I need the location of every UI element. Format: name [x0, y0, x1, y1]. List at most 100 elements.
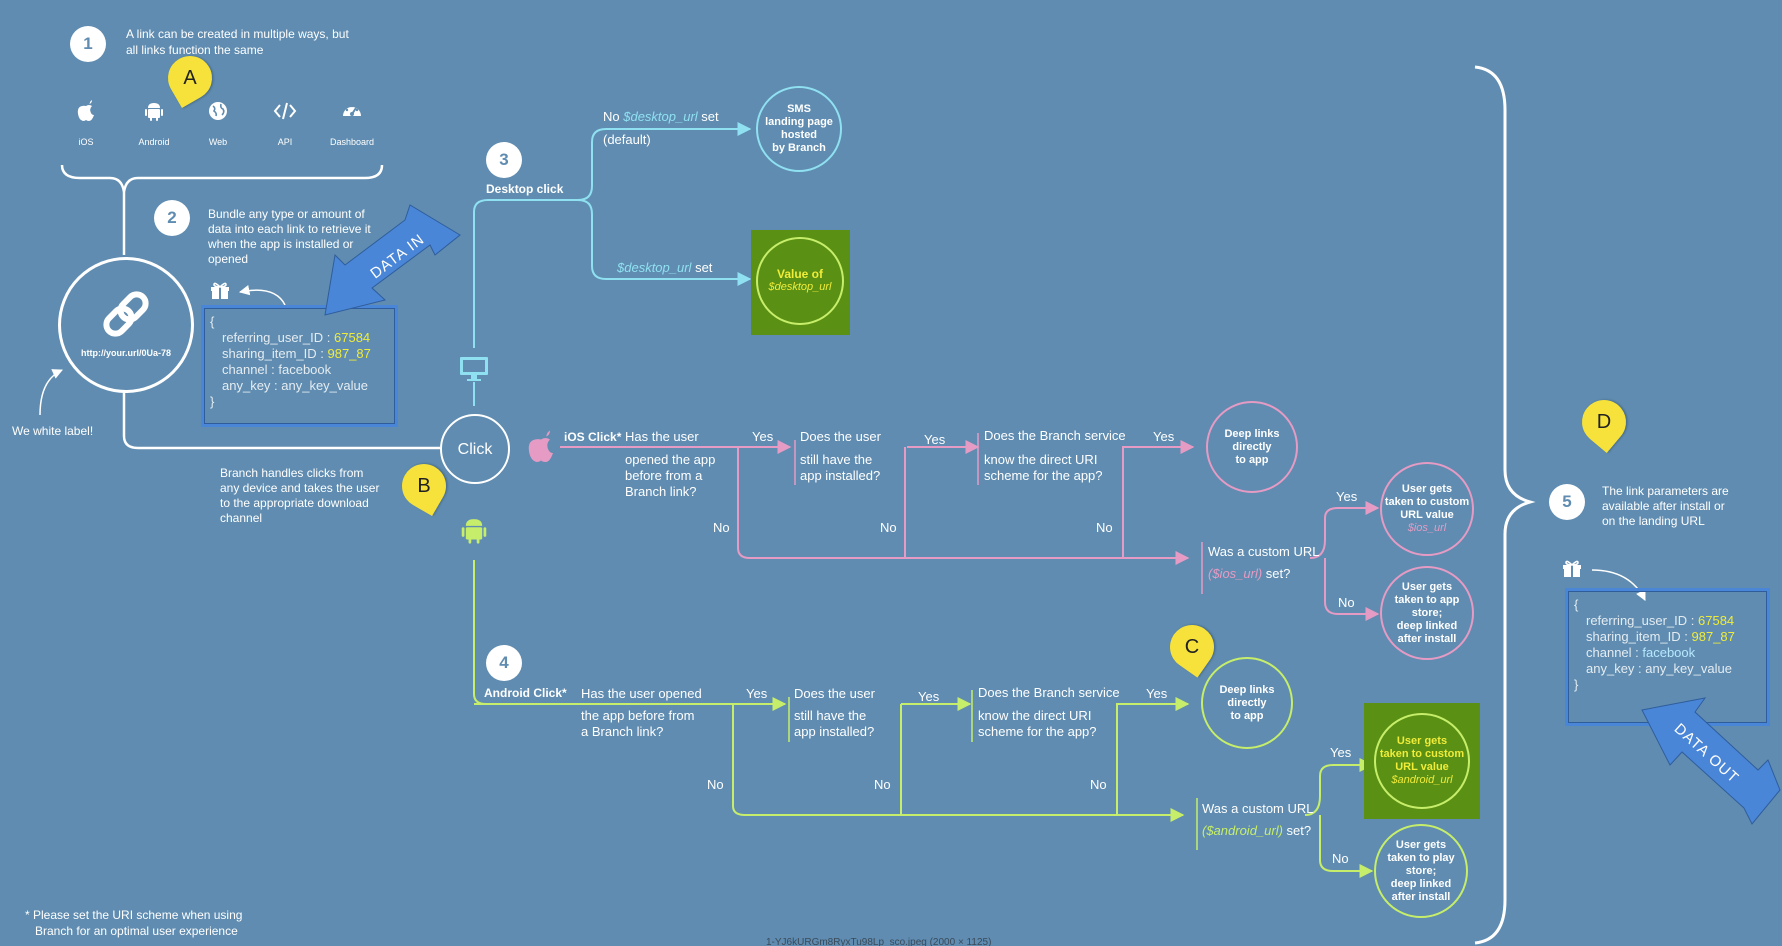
sources-bracket	[60, 164, 384, 193]
desktop-set-condition: $desktop_url set	[617, 260, 712, 275]
source-ios[interactable]: iOS	[62, 100, 110, 148]
android-yes-1: Yes	[746, 686, 768, 701]
android-deep-line-3: to app	[1230, 709, 1264, 722]
data-in-arrow	[324, 204, 461, 316]
android-deep-link-node: Deep links directly to app	[1201, 657, 1293, 749]
step-4-badge: 4	[486, 645, 522, 681]
ios-q2-line-2: still have the	[800, 452, 873, 467]
ios-q2-line-1: Does the user	[800, 429, 881, 444]
data-out-value-4: any_key_value	[1645, 661, 1732, 676]
android-res-no-line-1: User gets	[1395, 838, 1447, 851]
desktop-value-line-1: Value of	[776, 267, 823, 281]
globe-icon	[209, 102, 227, 120]
ios-yes-2: Yes	[924, 432, 946, 447]
android-click-label: Android Click*	[484, 686, 567, 700]
link-to-click-line	[122, 392, 440, 450]
source-web-label: Web	[208, 137, 228, 147]
android-deep-line-1: Deep links	[1219, 683, 1275, 696]
pin-b-label: B	[417, 475, 431, 497]
ios-res-no-line-3: store;	[1411, 606, 1443, 619]
ios-q3-line-3: scheme for the app?	[984, 468, 1103, 483]
link-url: http://your.url/0Ua-78	[80, 347, 171, 358]
data-in-key-2: sharing_item_ID :	[222, 346, 328, 361]
source-api-label: API	[277, 137, 293, 147]
click-desc-1: Branch handles clicks from	[220, 466, 364, 480]
data-in-key-1: referring_user_ID :	[222, 330, 334, 345]
android-res-no-line-2: taken to play	[1387, 851, 1455, 864]
ios-no-3: No	[1096, 520, 1113, 535]
data-in-value-1: 67584	[334, 330, 371, 345]
pin-c-label: C	[1184, 636, 1200, 658]
android-custom-url-result: User gets taken to custom URL value $and…	[1374, 713, 1470, 809]
link-circle[interactable]: http://your.url/0Ua-78	[58, 257, 194, 393]
step-5-line-2: available after install or	[1602, 499, 1725, 513]
android-res-yes-line-3: URL value	[1395, 761, 1449, 773]
click-desc-3: to the appropriate download	[220, 496, 369, 510]
android-custom-var: ($android_url)	[1202, 823, 1283, 838]
step-5-line-3: on the landing URL	[1602, 514, 1705, 528]
step-1-badge: 1	[70, 26, 106, 62]
ios-res-yes-line-1: User gets	[1401, 483, 1453, 495]
data-out-row-3: channel : facebook	[1568, 645, 1767, 661]
footnote-line-1: * Please set the URI scheme when using	[25, 908, 243, 922]
data-in-close-brace: }	[210, 394, 215, 409]
android-deep-line-2: directly	[1227, 696, 1267, 709]
image-caption: 1-YJ6kURGm8RyxTu98Lp_sco.jpeg (2000 × 11…	[766, 937, 992, 946]
ios-res-no-line-1: User gets	[1401, 580, 1453, 593]
ios-click-label: iOS Click*	[564, 430, 622, 444]
click-label: Click	[457, 440, 493, 458]
gift-out-icon	[1563, 560, 1581, 577]
gift-out-arrow	[1591, 569, 1646, 601]
step-1-text-line-2: all links function the same	[126, 43, 264, 57]
sms-line-4: by Branch	[772, 142, 826, 154]
click-node[interactable]: Click	[440, 414, 510, 484]
ios-res-yes-line-3: URL value	[1400, 509, 1454, 521]
sms-line-1: SMS	[787, 103, 811, 115]
android-play-store-result: User gets taken to play store; deep link…	[1374, 824, 1468, 918]
android-custom-yes: Yes	[1330, 745, 1352, 760]
monitor-icon	[460, 357, 488, 381]
data-out-key-2: sharing_item_ID :	[1586, 629, 1692, 644]
step-2-badge: 2	[154, 200, 190, 236]
data-in-open-brace: {	[210, 314, 215, 329]
android-q1-line-2: the app before from	[581, 708, 695, 723]
results-bracket	[1474, 65, 1536, 945]
sms-line-3: hosted	[780, 129, 818, 141]
source-api[interactable]: API	[261, 100, 309, 148]
source-android[interactable]: Android	[130, 100, 178, 148]
ios-res-no-line-5: after install	[1397, 632, 1457, 645]
data-out-value-1: 67584	[1698, 613, 1735, 628]
android-res-no-line-3: store;	[1405, 864, 1437, 877]
sms-line-2: landing page	[765, 116, 833, 128]
ios-custom-no: No	[1338, 595, 1355, 610]
source-android-label: Android	[138, 137, 170, 147]
data-out-row-1: referring_user_ID : 67584	[1568, 613, 1767, 629]
desktop-value-line-2: $desktop_url	[768, 281, 832, 293]
ios-q2-line-3: app installed?	[800, 468, 881, 483]
source-dashboard[interactable]: Dashboard	[328, 100, 376, 148]
data-in-key-3: channel :	[222, 362, 279, 377]
desktop-no-branch	[577, 122, 752, 201]
data-in-row-3: channel : facebook	[204, 362, 395, 378]
ios-deep-line-2: directly	[1232, 440, 1272, 453]
desktop-no-set: set	[697, 109, 719, 124]
android-icon	[145, 103, 163, 121]
data-in-box: { referring_user_ID : 67584 sharing_item…	[201, 305, 398, 427]
pin-c: C	[1161, 616, 1223, 678]
android-res-no-line-5: after install	[1391, 890, 1451, 903]
click-desc-4: channel	[220, 511, 263, 525]
ios-res-yes-line-2: taken to custom	[1384, 496, 1470, 508]
ios-yes-3: Yes	[1153, 429, 1175, 444]
source-web[interactable]: Web	[194, 100, 242, 148]
android-q2-line-2: still have the	[794, 708, 867, 723]
ios-no-line	[737, 447, 1190, 565]
desktop-trunk	[473, 199, 578, 348]
ios-deep-line-1: Deep links	[1224, 427, 1280, 440]
chain-link-icon	[103, 290, 149, 337]
data-out-arrow	[1641, 697, 1781, 825]
desktop-value-node: Value of $desktop_url	[756, 237, 844, 325]
step-3-badge: 3	[486, 142, 522, 178]
data-out-key-3: channel :	[1586, 645, 1643, 660]
ios-custom-var: ($ios_url)	[1208, 566, 1263, 581]
ios-custom-url-result: User gets taken to custom URL value $ios…	[1380, 462, 1474, 556]
